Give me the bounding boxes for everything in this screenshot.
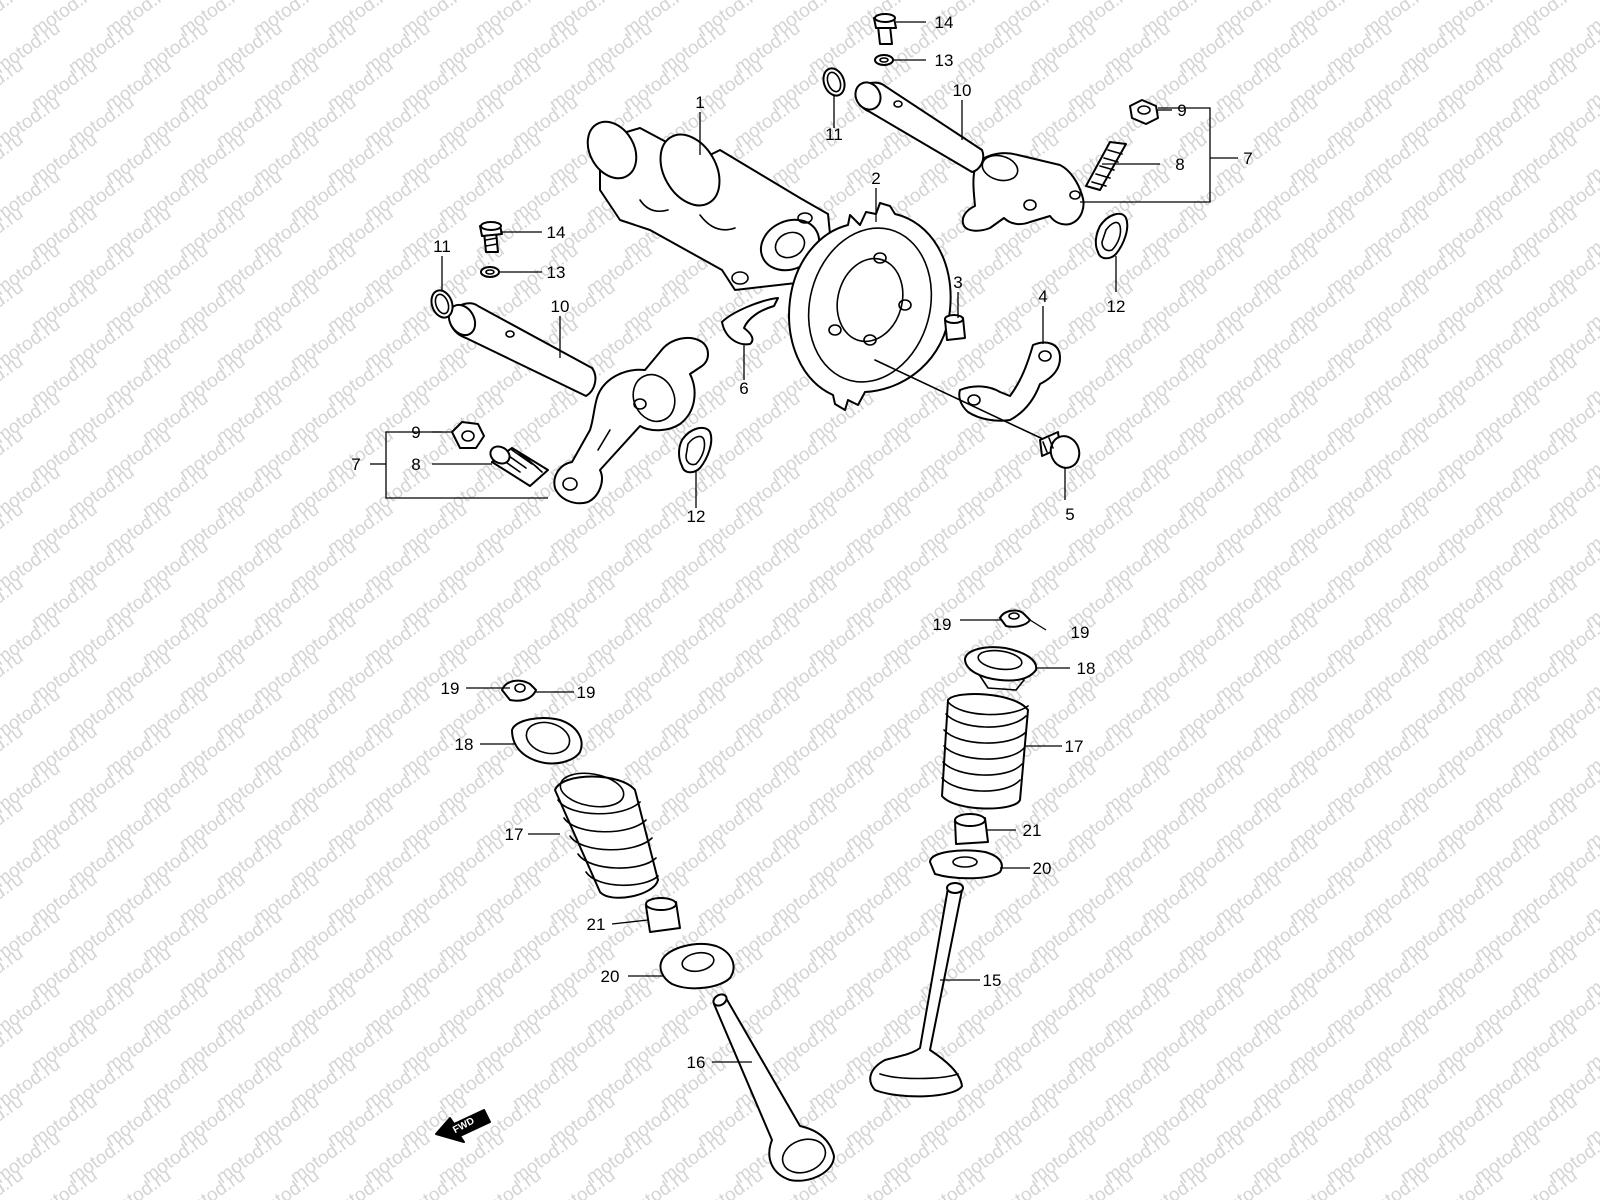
- cam-sprocket: [788, 202, 952, 411]
- camshaft: [586, 120, 833, 291]
- label-17-left: 17: [505, 825, 524, 844]
- bolt-right: [873, 13, 897, 45]
- label-1: 1: [695, 93, 704, 112]
- spring-seat-left: [659, 942, 735, 990]
- label-14-left: 14: [547, 223, 566, 242]
- watermark-text: motod.ru: [0, 277, 27, 337]
- spring-retainer-left: [511, 717, 583, 765]
- watermark-text: motod.ru: [0, 647, 27, 707]
- leader-lines: [370, 21, 1238, 1063]
- watermark-text: motod.ru: [0, 0, 27, 41]
- valve-spring-right: [941, 693, 1029, 810]
- watermark-text: motod.ru: [0, 351, 27, 411]
- spring-retainer-right: [964, 646, 1038, 691]
- stopper-plate: [874, 341, 1061, 441]
- label-7-left: 7: [351, 455, 360, 474]
- rocker-arm-left: [553, 336, 709, 505]
- label-9-right: 9: [1177, 101, 1186, 120]
- washer-left: [480, 266, 500, 278]
- label-11-right: 11: [825, 125, 843, 144]
- label-18-right: 18: [1077, 659, 1096, 678]
- bolt-left: [479, 221, 503, 253]
- label-16: 16: [687, 1053, 706, 1072]
- label-21-left: 21: [587, 915, 606, 934]
- watermark-text: motod.ru: [0, 203, 27, 263]
- watermark-text: motod.ru: [0, 869, 27, 929]
- watermark-text: motod.ru: [0, 721, 27, 781]
- label-3: 3: [953, 273, 962, 292]
- watermark-text: motod.ru: [1582, 1165, 1600, 1200]
- adjust-screw-left: [489, 445, 549, 487]
- label-19-right-b: 19: [1071, 623, 1090, 642]
- watermark-text: motod.ru: [0, 55, 27, 115]
- callout-labels: 1 2 3 4 5 6 7 8 9 10 11 12 13 14 7 8 9 1…: [351, 13, 1252, 1072]
- stem-seal-right: [954, 813, 989, 845]
- label-19-left-b: 19: [577, 683, 596, 702]
- label-10-left: 10: [551, 297, 570, 316]
- label-10-right: 10: [953, 81, 972, 100]
- label-21-right: 21: [1023, 821, 1042, 840]
- lock-nut-left: [451, 421, 485, 449]
- valve-cotter-left: [501, 679, 537, 702]
- watermark-text: motod.ru: [0, 425, 27, 485]
- label-18-left: 18: [455, 735, 474, 754]
- label-20-left: 20: [601, 967, 620, 986]
- label-4: 4: [1038, 287, 1047, 306]
- label-13-right: 13: [935, 51, 954, 70]
- o-ring-left: [430, 289, 454, 319]
- valve-spring-left: [554, 772, 659, 899]
- watermark-text: motod.ru: [0, 573, 27, 633]
- valve-right: [869, 882, 964, 1098]
- watermark-text: motod.ru: [0, 943, 27, 1003]
- label-11-left: 11: [433, 237, 451, 256]
- rocker-shaft-left: [447, 302, 597, 397]
- o-ring-right: [822, 67, 846, 97]
- label-19-right-a: 19: [933, 615, 952, 634]
- valve-left: [712, 993, 835, 1182]
- label-7-right: 7: [1243, 149, 1252, 168]
- lock-nut-right: [1129, 99, 1159, 125]
- watermark-text: motod.ru: [0, 499, 27, 559]
- gasket-left: [678, 426, 713, 474]
- label-8-right: 8: [1175, 155, 1184, 174]
- label-17-right: 17: [1065, 737, 1084, 756]
- gasket-right: [1094, 212, 1129, 260]
- label-14-right: 14: [935, 13, 954, 32]
- rocker-shaft-right: [854, 81, 985, 173]
- spring-seat-right: [929, 849, 1003, 880]
- label-20-right: 20: [1033, 859, 1052, 878]
- label-12-left: 12: [687, 507, 706, 526]
- label-8-left: 8: [411, 455, 420, 474]
- dowel-pin: [944, 314, 966, 341]
- stem-seal-left: [645, 897, 681, 933]
- label-19-left-a: 19: [441, 679, 460, 698]
- stopper-bolt: [1039, 431, 1081, 469]
- label-13-left: 13: [547, 263, 566, 282]
- washer-right: [874, 54, 894, 66]
- label-5: 5: [1065, 505, 1074, 524]
- label-9-left: 9: [411, 423, 420, 442]
- adjust-screw-right: [1085, 141, 1127, 191]
- label-6: 6: [739, 379, 748, 398]
- watermark-text: motod.ru: [0, 795, 27, 855]
- label-2: 2: [871, 169, 880, 188]
- cam-retainer: [721, 297, 779, 346]
- label-12-right: 12: [1107, 297, 1126, 316]
- watermark-text: motod.ru: [0, 1017, 27, 1077]
- watermark-text: motod.ru: [0, 129, 27, 189]
- label-15: 15: [983, 971, 1002, 990]
- watermark-text: motod.ru: [0, 1091, 27, 1151]
